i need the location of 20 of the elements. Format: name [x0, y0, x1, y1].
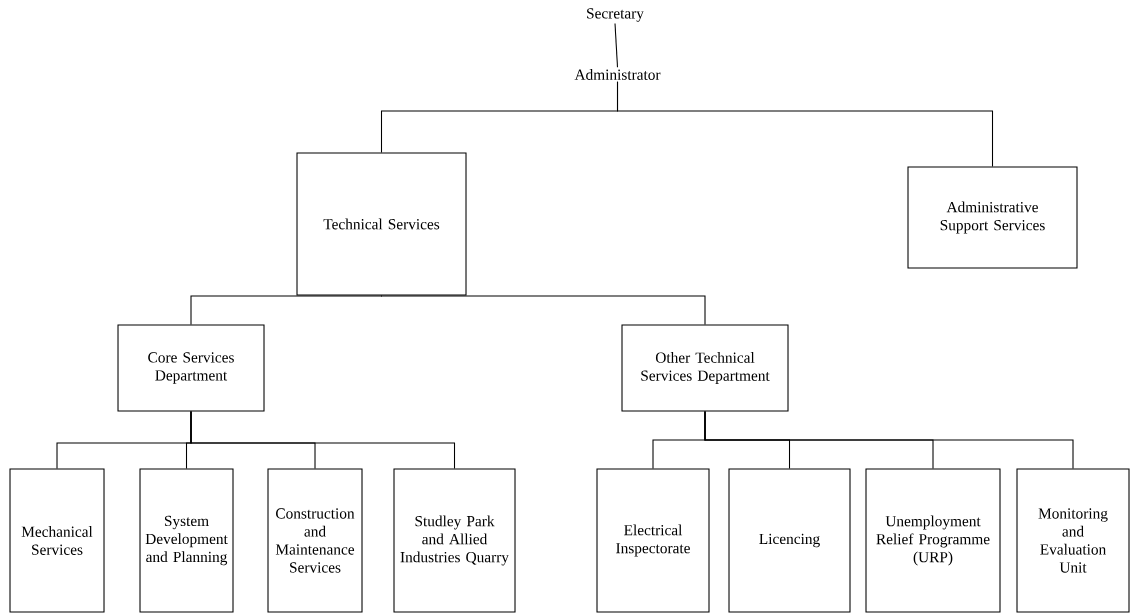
- org-box: Studley Park and Allied Industries Quarry: [393, 468, 516, 613]
- connector-line: [380, 295, 706, 325]
- org-box: Core Services Department: [117, 324, 265, 412]
- connector-line: [190, 411, 456, 469]
- org-box: Unemployment Relief Programme (URP): [865, 468, 1001, 613]
- connector-line: [190, 295, 383, 325]
- org-box: Monitoring and Evaluation Unit: [1016, 468, 1130, 613]
- title-text: Administrator: [574, 69, 661, 80]
- org-box: System Development and Planning: [139, 468, 234, 613]
- org-box: Administrative Support Services: [907, 166, 1078, 269]
- org-box: Mechanical Services: [9, 468, 105, 613]
- title-text: Secretary: [587, 8, 644, 22]
- connector-line: [614, 23, 619, 68]
- connector-line: [616, 81, 994, 167]
- org-box: Licencing: [728, 468, 851, 613]
- org-box: Electrical Inspectorate: [596, 468, 710, 613]
- connector-line: [704, 411, 1074, 469]
- org-box: Construction and Maintenance Services: [267, 468, 363, 613]
- org-box: Technical Services: [296, 152, 467, 296]
- org-box: Other Technical Services Department: [621, 324, 789, 412]
